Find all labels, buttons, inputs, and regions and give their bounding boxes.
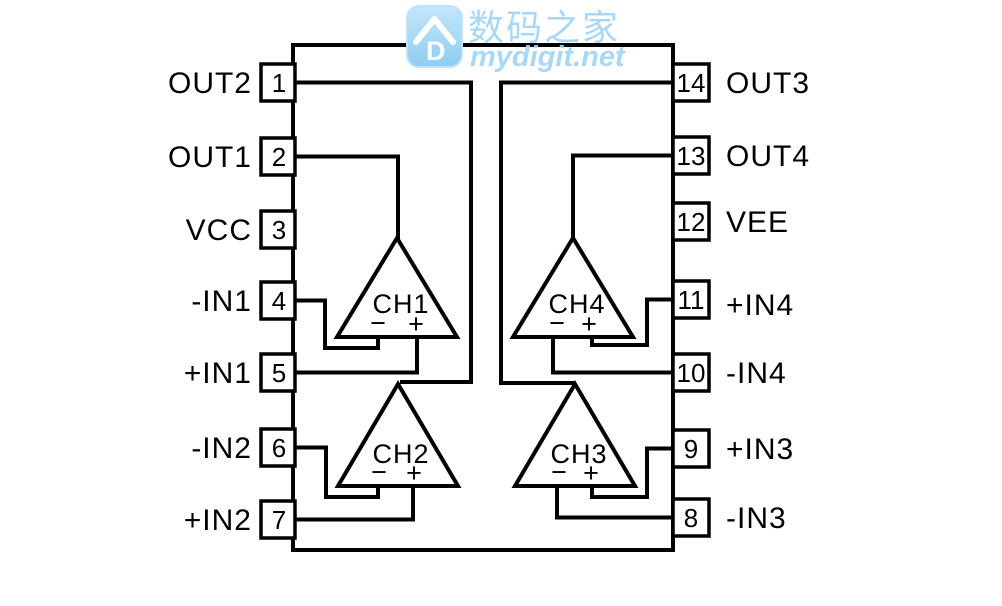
pin-labels: OUT2 OUT1 VCC -IN1 +IN1 -IN2 +IN2 OUT3 O… bbox=[168, 67, 810, 537]
pin-numbers: 1 2 3 4 5 6 7 14 13 12 11 10 9 8 bbox=[272, 68, 706, 535]
wire-plus-in3 bbox=[590, 446, 673, 499]
pin-box-7 bbox=[259, 499, 297, 540]
pin-number-3: 3 bbox=[272, 215, 286, 245]
opamp-ch3-plus: + bbox=[583, 458, 599, 488]
op-amp-labels: CH1 − + CH2 − + CH3 − + CH4 − + bbox=[370, 289, 607, 488]
watermark-logo-letter: D bbox=[426, 36, 446, 66]
watermark-logo-tile bbox=[406, 5, 463, 68]
pin-label-out1: OUT1 bbox=[168, 141, 252, 174]
pin-label-plus-in3: +IN3 bbox=[726, 433, 794, 466]
wire-plus-in2 bbox=[295, 484, 415, 522]
opamp-ch1-name: CH1 bbox=[372, 289, 429, 319]
pin-number-12: 12 bbox=[677, 207, 706, 237]
opamp-ch1-triangle bbox=[333, 234, 461, 339]
pin-box-9 bbox=[671, 428, 711, 469]
pin-label-minus-in4: -IN4 bbox=[726, 357, 787, 390]
pin-box-5 bbox=[259, 352, 297, 393]
pin-box-6 bbox=[259, 427, 297, 468]
pin-number-6: 6 bbox=[272, 433, 286, 463]
wire-minus-in4 bbox=[551, 336, 673, 375]
pin-number-7: 7 bbox=[272, 505, 286, 535]
pin-number-4: 4 bbox=[272, 286, 286, 316]
pin-box-14 bbox=[671, 62, 711, 103]
opamp-ch1-plus: + bbox=[408, 309, 424, 339]
pin-number-10: 10 bbox=[677, 358, 706, 388]
opamp-ch3-minus: − bbox=[551, 457, 567, 487]
pin-number-14: 14 bbox=[677, 68, 706, 98]
wire-out2-ch2 bbox=[295, 80, 473, 384]
pin-box-8 bbox=[671, 497, 711, 538]
pin-label-out2: OUT2 bbox=[168, 67, 252, 100]
pin-number-1: 1 bbox=[272, 68, 286, 98]
pin-box-3 bbox=[259, 209, 297, 250]
home-icon bbox=[413, 16, 456, 45]
pin-number-8: 8 bbox=[684, 503, 698, 533]
op-amps bbox=[333, 234, 639, 488]
pin-box-11 bbox=[671, 279, 711, 320]
wire-plus-in4 bbox=[590, 297, 673, 347]
wire-minus-in1 bbox=[295, 298, 380, 350]
pin-number-5: 5 bbox=[272, 358, 286, 388]
pin-label-vee: VEE bbox=[726, 206, 789, 239]
wire-plus-in1 bbox=[295, 336, 419, 375]
pin-label-out4: OUT4 bbox=[726, 140, 810, 173]
pin-box-1 bbox=[259, 62, 297, 103]
pin-label-plus-in2: +IN2 bbox=[184, 504, 252, 537]
pin-label-plus-in4: +IN4 bbox=[726, 289, 794, 322]
pin-label-plus-in1: +IN1 bbox=[184, 357, 252, 390]
pin-label-vcc: VCC bbox=[186, 214, 252, 247]
pin-label-minus-in2: -IN2 bbox=[191, 432, 252, 465]
pin-box-4 bbox=[259, 280, 297, 321]
wire-out3-ch3 bbox=[499, 80, 673, 385]
pin-label-minus-in3: -IN3 bbox=[726, 502, 787, 535]
wires bbox=[295, 80, 673, 522]
watermark-brand: 数码之家 bbox=[468, 7, 620, 48]
opamp-ch3-triangle bbox=[511, 380, 639, 488]
pin-number-11: 11 bbox=[678, 285, 705, 315]
pin-label-minus-in1: -IN1 bbox=[191, 285, 252, 318]
watermark-site: mydigit.net bbox=[470, 41, 626, 73]
pin-label-out3: OUT3 bbox=[726, 67, 810, 100]
pin-box-13 bbox=[671, 135, 711, 176]
right-pins bbox=[671, 62, 711, 538]
pin-number-13: 13 bbox=[677, 141, 706, 171]
pin-box-10 bbox=[671, 352, 711, 393]
opamp-ch4-plus: + bbox=[581, 309, 597, 339]
opamp-ch4-minus: − bbox=[549, 308, 565, 338]
left-pins bbox=[259, 62, 297, 540]
opamp-ch4-triangle bbox=[509, 234, 637, 339]
wire-minus-in2 bbox=[295, 445, 380, 499]
opamp-ch4-name: CH4 bbox=[548, 289, 605, 319]
opamp-ch1-minus: − bbox=[370, 308, 386, 338]
opamp-ch2-minus: − bbox=[371, 457, 387, 487]
wire-minus-in3 bbox=[555, 485, 673, 520]
wire-out1-ch1 bbox=[295, 154, 400, 240]
opamp-ch2-triangle bbox=[334, 380, 462, 488]
opamp-ch2-plus: + bbox=[406, 458, 422, 488]
pin-number-2: 2 bbox=[272, 142, 286, 172]
pin-number-9: 9 bbox=[684, 434, 698, 464]
opamp-ch3-name: CH3 bbox=[550, 439, 607, 469]
opamp-ch2-name: CH2 bbox=[372, 439, 429, 469]
pin-box-12 bbox=[671, 201, 711, 242]
wire-out4-ch4 bbox=[571, 153, 673, 240]
watermark: D 数码之家 mydigit.net bbox=[406, 5, 626, 73]
pin-box-2 bbox=[259, 136, 297, 177]
